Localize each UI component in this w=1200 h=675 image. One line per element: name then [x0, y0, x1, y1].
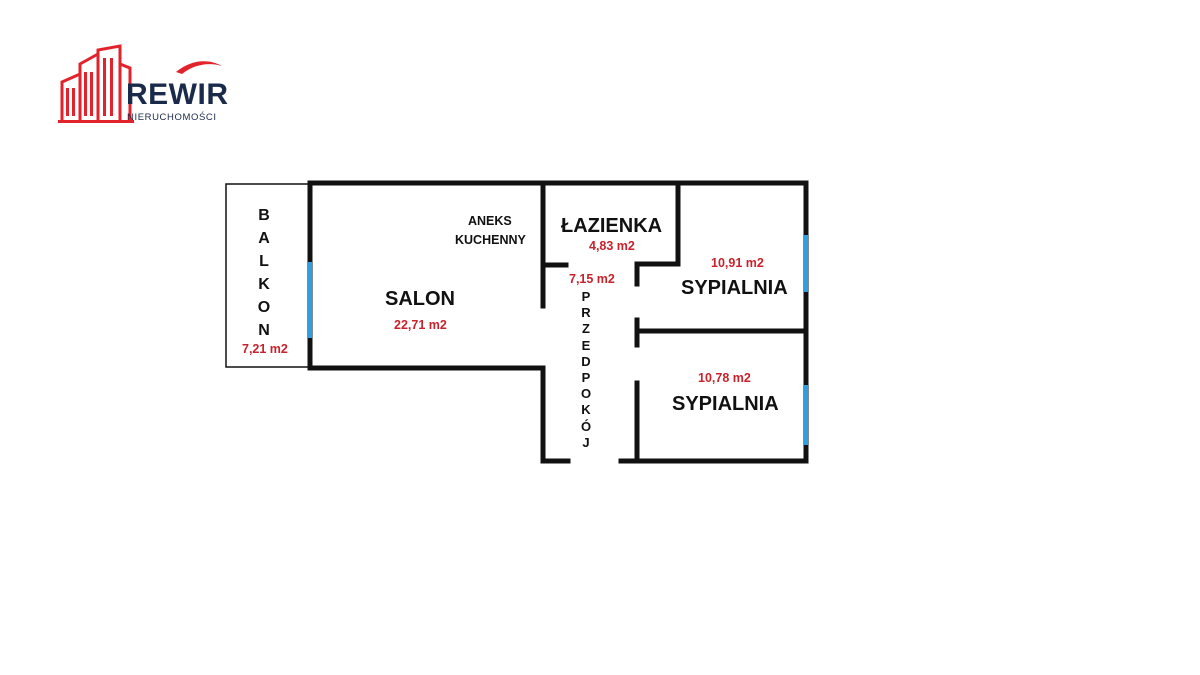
area-sypialnia1: 10,91 m2	[711, 256, 764, 270]
label-salon: SALON	[385, 288, 455, 310]
label-sypialnia2: SYPIALNIA	[672, 393, 779, 415]
label-balkon: BALKON	[256, 204, 272, 342]
logo-swoosh	[176, 61, 222, 74]
brand-logo	[58, 44, 222, 123]
logo-buildings-icon	[60, 44, 132, 120]
area-balkon: 7,21 m2	[242, 342, 288, 356]
balkon-label: BALKON	[257, 207, 271, 339]
przedpokoj-label: PRZEDPOKÓJ	[580, 289, 592, 450]
label-przedpokoj: PRZEDPOKÓJ	[579, 289, 593, 451]
area-salon: 22,71 m2	[394, 318, 447, 332]
wall-bathroom-right	[634, 180, 681, 287]
label-aneks-line1: ANEKS	[468, 214, 512, 228]
wall-salon-bottom	[307, 365, 571, 464]
label-sypialnia1: SYPIALNIA	[681, 277, 788, 299]
label-aneks-line2: KUCHENNY	[455, 233, 526, 247]
brand-name: REWIR	[126, 78, 229, 111]
label-lazienka: ŁAZIENKA	[561, 215, 663, 237]
area-lazienka: 4,83 m2	[589, 239, 635, 253]
area-przedpokoj: 7,15 m2	[569, 272, 615, 286]
brand-tagline: NIERUCHOMOŚCI	[127, 112, 217, 123]
area-sypialnia2: 10,78 m2	[698, 371, 751, 385]
